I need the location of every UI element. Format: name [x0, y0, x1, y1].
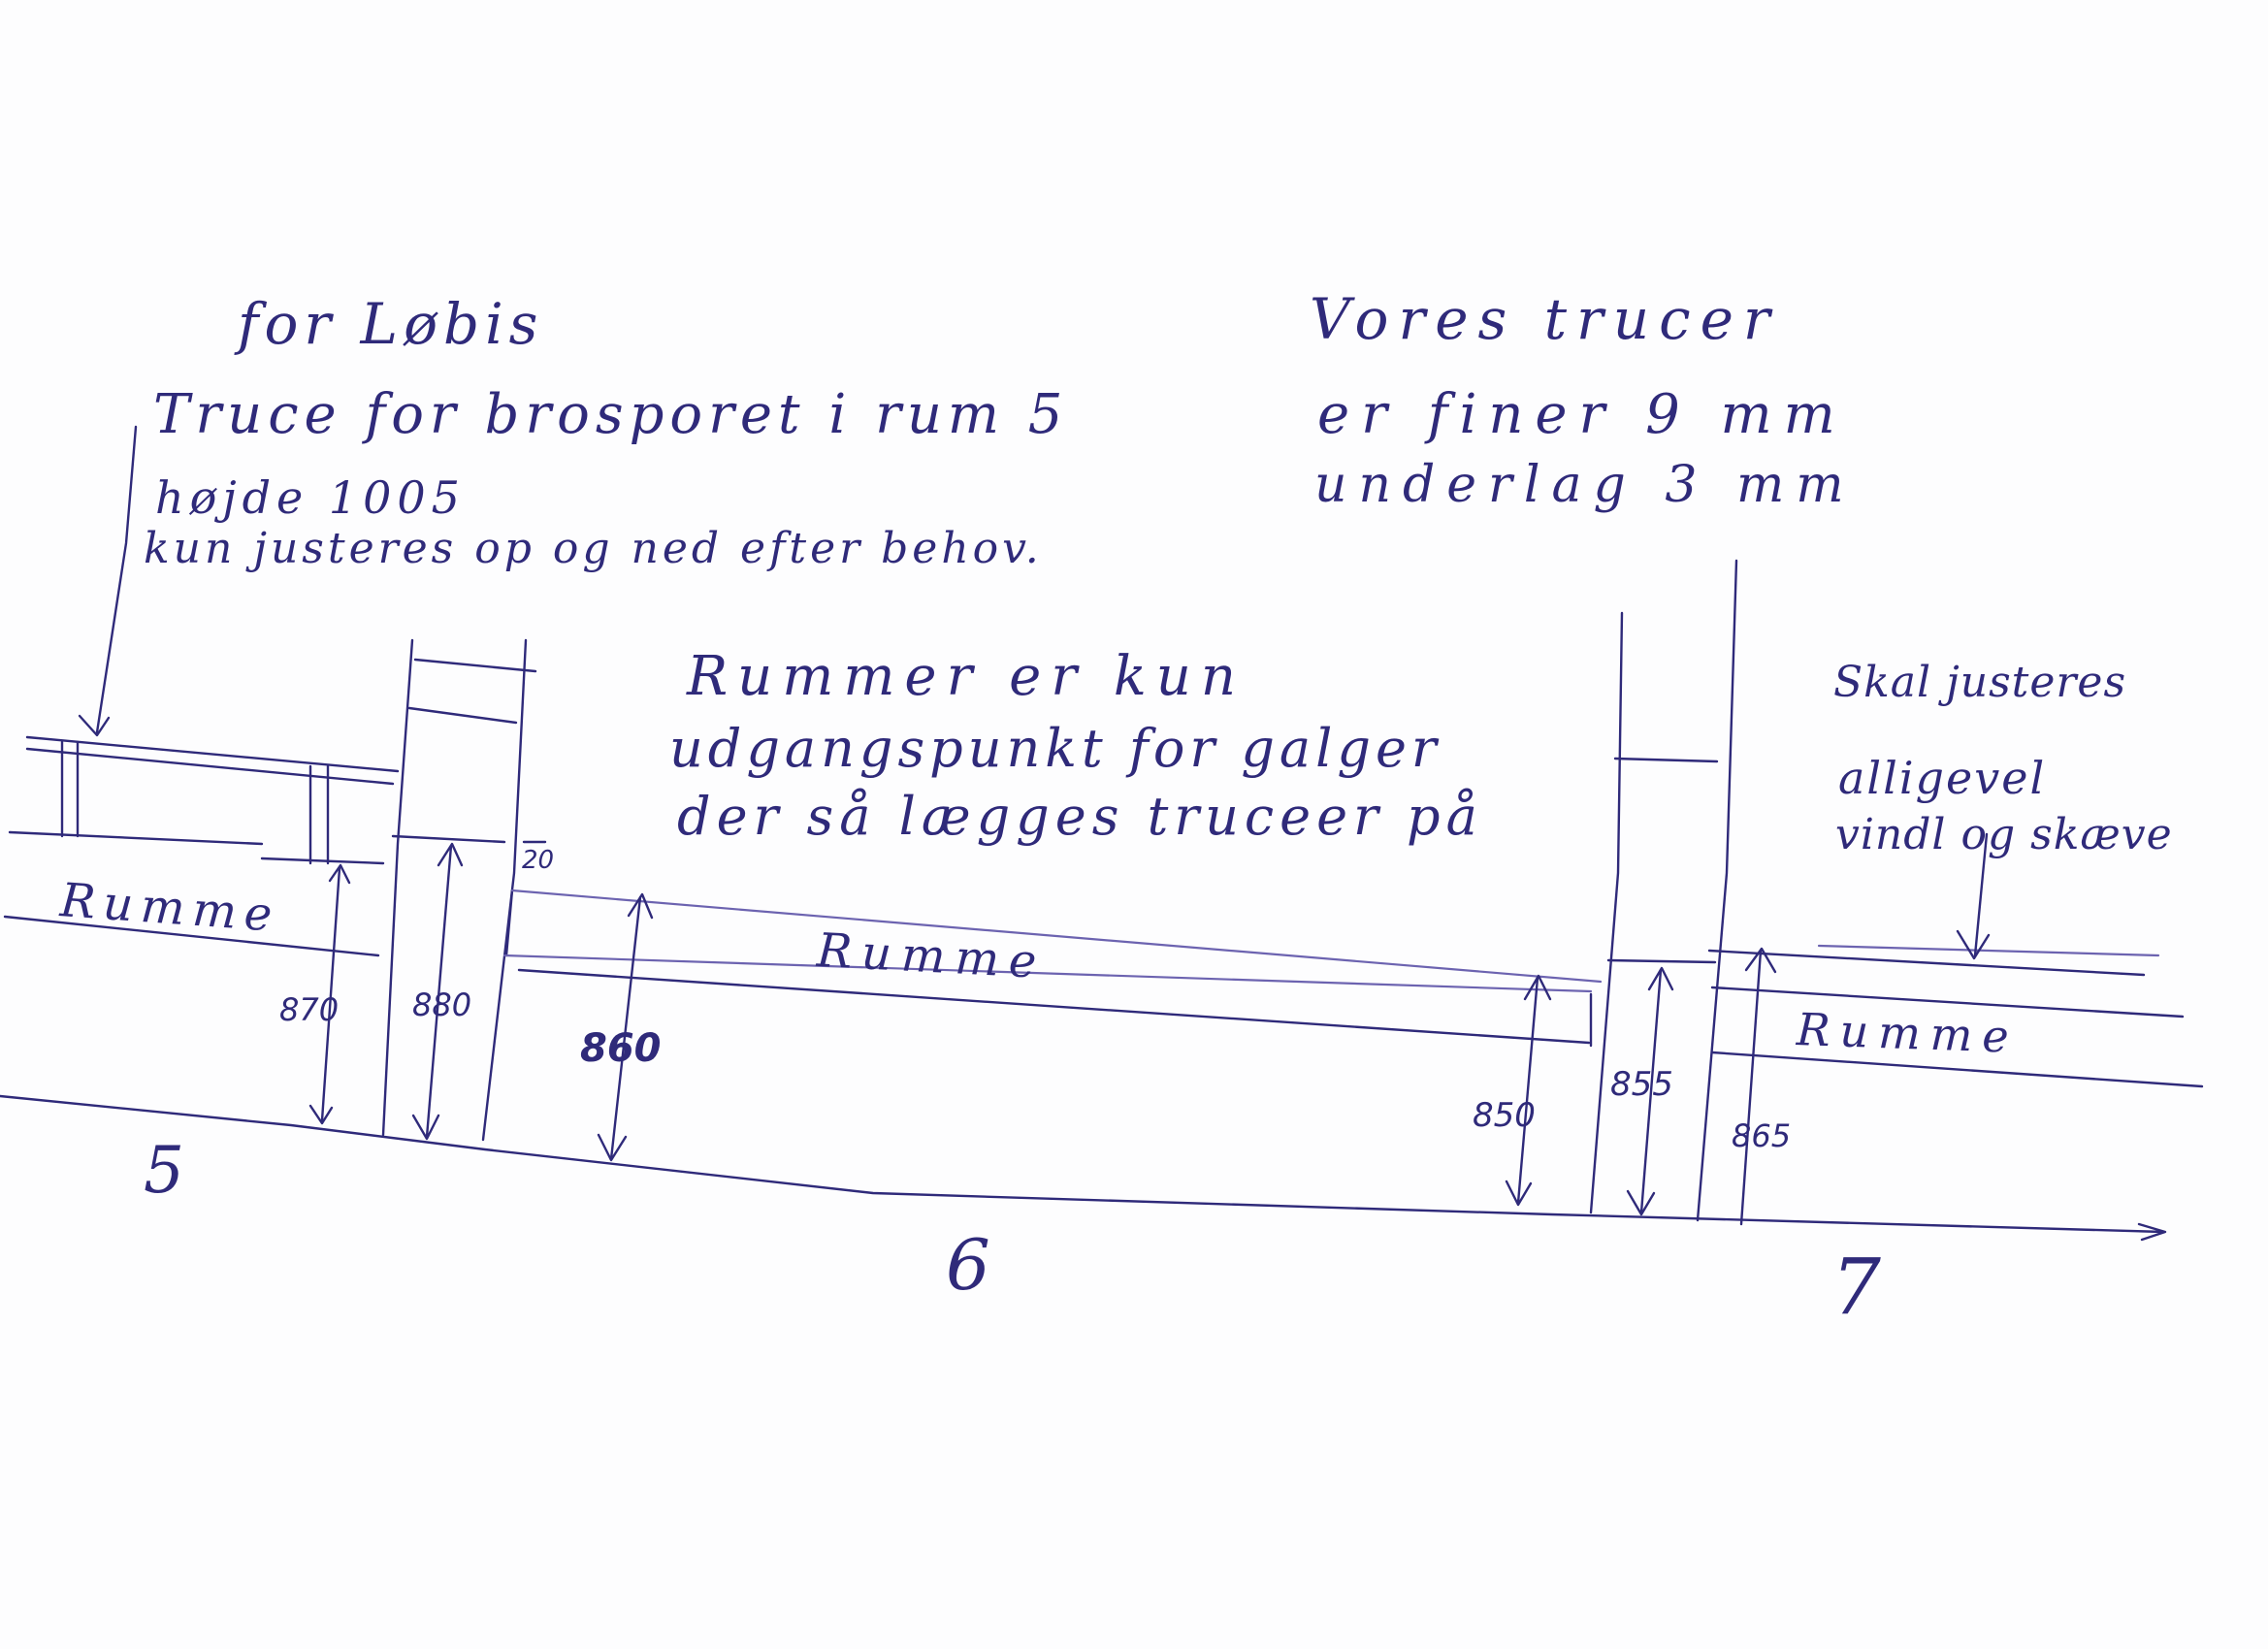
note-vores-line3: underlag 3 mm	[1314, 456, 1856, 514]
room-number-5: 5	[144, 1133, 190, 1208]
dim-850-arrow-bottom	[1505, 1180, 1533, 1207]
wall-5-6-right	[481, 638, 528, 1142]
room5-line-upper	[8, 830, 264, 846]
dim-870-arrow-bottom	[308, 1104, 334, 1125]
rumme7-line2	[1817, 944, 2160, 957]
wall-6-7-line2	[1606, 958, 1717, 964]
dim-870-line	[320, 866, 341, 1122]
dim-855-arrow-top	[1647, 966, 1674, 991]
dim-855-line	[1639, 968, 1663, 1214]
dim-865-arrow-top	[1744, 947, 1777, 974]
note-skal-line3: vindl og skæve	[1835, 810, 2173, 859]
floor-line	[0, 1094, 2165, 1234]
truce-room5-bottom	[25, 747, 395, 786]
note-vores-line1: Vores trucer	[1310, 286, 1780, 352]
wall-5-6-left	[381, 638, 414, 1137]
dim-865-line	[1739, 949, 1763, 1226]
note-truce-line1: Truce for brosporet i rum 5	[153, 383, 1069, 446]
rumme6-top-line	[510, 889, 1603, 984]
note-vores-line2: er finer 9 mm	[1317, 383, 1847, 446]
dim-880-arrow-bottom	[411, 1114, 440, 1141]
wall-6-7-left	[1589, 611, 1624, 1214]
dim-850-arrow-top	[1523, 974, 1552, 1001]
wall-5-6-line2	[407, 706, 518, 725]
rumme7-top-line	[1707, 949, 2146, 977]
room-number-6: 6	[946, 1224, 996, 1306]
note-skal-line1: Skal justeres	[1833, 658, 2127, 707]
note-rummer-line2: udgangspunkt for galger	[669, 718, 1442, 779]
rumme7-line4	[1710, 1051, 2204, 1088]
wall-6-7-right	[1696, 559, 1738, 1222]
dim-880-line	[425, 844, 453, 1139]
dim-870-arrow-top	[328, 863, 351, 885]
dim-20-step	[504, 889, 514, 957]
dim-860: 860	[580, 1026, 662, 1071]
dim-880: 880	[412, 986, 472, 1023]
dim-870: 870	[279, 991, 340, 1028]
wall-5-6-line3	[391, 834, 506, 844]
note-skal-line2: alligevel	[1838, 752, 2047, 804]
dim-880-arrow-top	[437, 842, 464, 867]
rumme5-bottom-line	[3, 915, 380, 957]
rumme7-line3	[1710, 986, 2185, 1018]
truce-room5-top	[25, 735, 400, 773]
wall-5-6-top-line	[413, 658, 537, 673]
note-rummer-line1: Rummer er kun	[687, 645, 1246, 708]
dim-850-line	[1516, 976, 1539, 1205]
dim-860-line	[609, 895, 642, 1161]
room5-line-mid	[260, 857, 385, 865]
leader-arrowhead-truce	[78, 714, 111, 737]
floor-arrowhead	[2137, 1222, 2167, 1242]
leader-arrow-skal	[1973, 832, 1989, 957]
dim-855-arrow-bottom	[1626, 1189, 1656, 1216]
note-truce-line2: højde 1005	[155, 471, 466, 524]
dim-855: 855	[1610, 1065, 1673, 1104]
wall-6-7-line1	[1613, 757, 1719, 763]
rumme6-bottom-line	[517, 968, 1591, 1045]
room-number-7: 7	[1831, 1242, 1887, 1332]
note-rummer-line3: der så lægges truceer på	[677, 786, 1483, 847]
label-rumme-room7: Rumme	[1796, 1003, 2020, 1063]
leader-arrow-truce	[95, 425, 138, 734]
dim-20: 20	[522, 846, 555, 875]
dim-865: 865	[1732, 1117, 1792, 1154]
note-truce-line3: kun justeres op og ned efter behov.	[144, 524, 1043, 573]
rumme6-line2	[502, 954, 1593, 993]
dim-850: 850	[1473, 1096, 1536, 1135]
leader-arrowhead-skal	[1956, 929, 1991, 960]
dim-860-arrow-bottom	[597, 1133, 628, 1162]
dim-860-arrow-top	[627, 892, 654, 920]
note-for-lobis: for Løbis	[238, 291, 544, 357]
